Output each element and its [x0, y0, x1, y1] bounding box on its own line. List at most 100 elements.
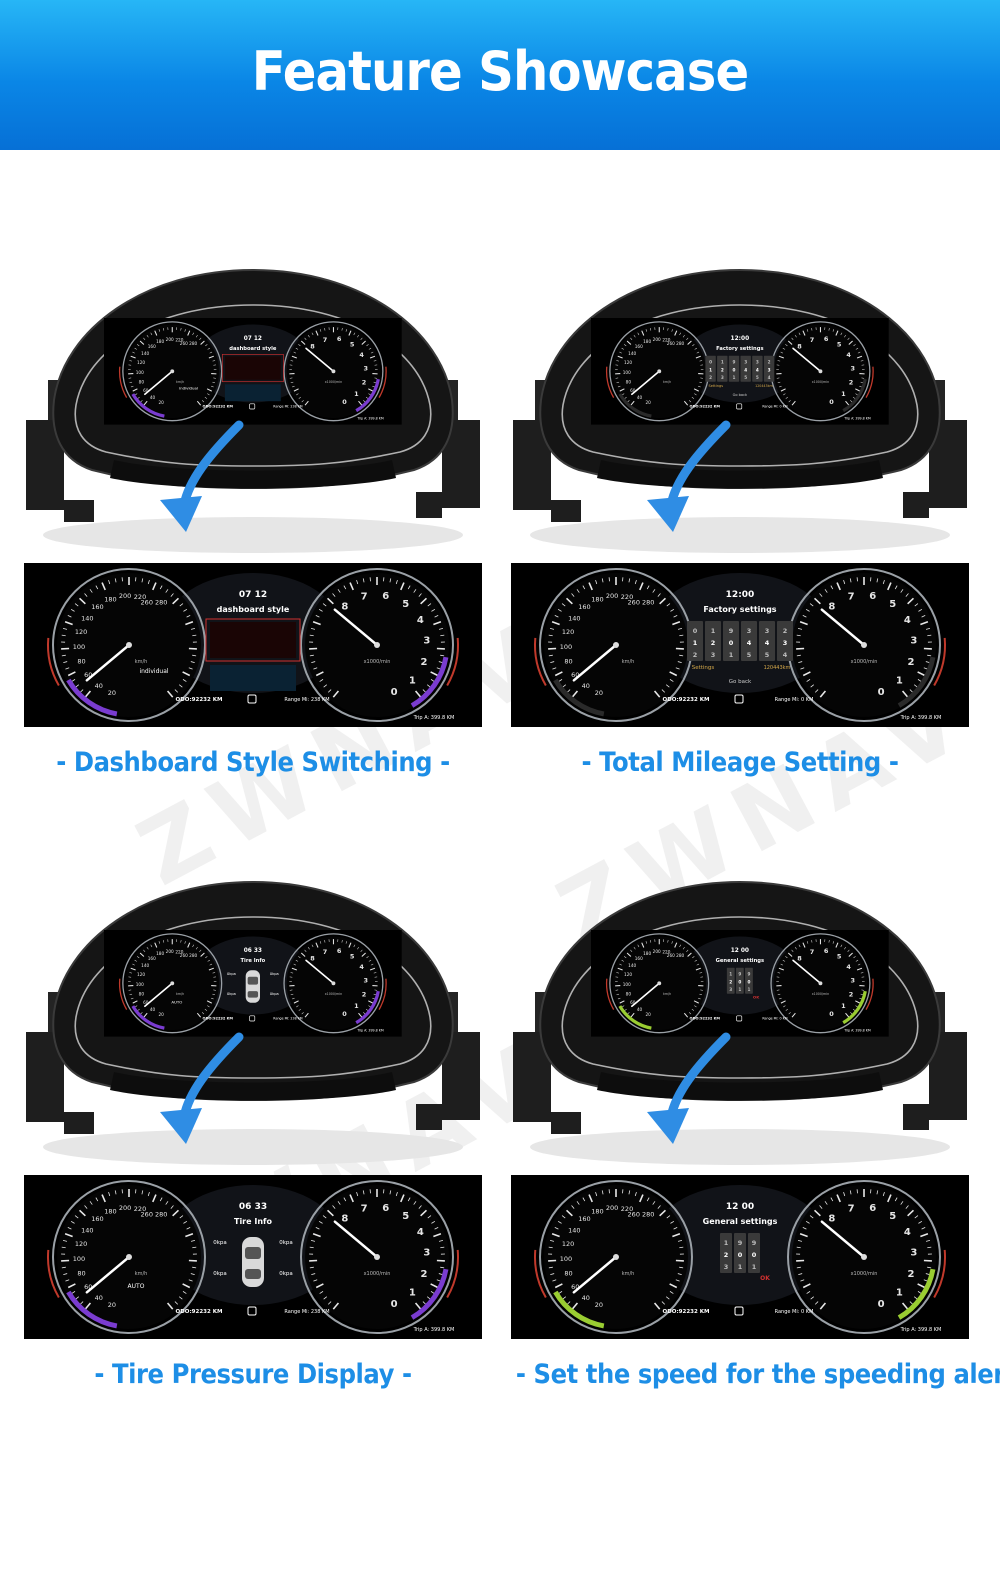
gauge-tick [195, 946, 198, 950]
gauge-tick [805, 1220, 810, 1224]
gauge-tick [777, 360, 781, 362]
gauge-hub [613, 1254, 619, 1260]
gauge-tick-label: 140 [81, 1226, 93, 1234]
gauge-tick [696, 963, 700, 966]
digit-value: 4 [756, 367, 759, 372]
digit-value: 2 [768, 360, 771, 365]
trip-text: Trip A: 399.8 KM [413, 715, 455, 721]
gauge-tick [368, 347, 372, 350]
digit-value: 2 [711, 639, 716, 647]
gauge-tick [852, 396, 856, 399]
gauge-hub [126, 642, 132, 648]
digit-value: 9 [733, 360, 736, 365]
gauge-tick [427, 1215, 432, 1219]
gauge-tick [71, 679, 76, 682]
gauge-tick [67, 1227, 72, 1230]
gauge-tick [190, 661, 195, 663]
gauge-tick [621, 347, 624, 350]
gauge-tick [836, 1194, 841, 1203]
digit-value: 1 [752, 1263, 757, 1271]
gauge-tick [621, 959, 624, 962]
gauge-tick-label: 3 [910, 1248, 917, 1259]
gauge-tick [436, 1279, 441, 1282]
gauge-tick [679, 332, 682, 336]
gauge-tick [796, 654, 801, 657]
gauge-red-zone [865, 978, 874, 1010]
gauge-tick [634, 580, 637, 585]
gauge-tick [440, 654, 445, 657]
gauge-tick [785, 956, 788, 959]
gauge-unit-label: x1000/min [325, 992, 342, 996]
gauge-tick [557, 608, 562, 612]
gauge-tick [79, 689, 84, 693]
gauge-tick [799, 620, 808, 626]
gauge-tick [845, 400, 850, 406]
gauge-tick [363, 1012, 366, 1015]
gauge-tick [554, 1283, 563, 1289]
gauge-tick-label: 40 [150, 1007, 156, 1012]
gauge-red-zone [865, 366, 874, 398]
gauge-tick-label: 20 [645, 1012, 651, 1017]
gauge-tick-label: 1 [354, 390, 359, 398]
gauge-tick [365, 396, 369, 399]
gauge-tick [595, 1192, 598, 1197]
gauge-hub [613, 642, 619, 648]
gauge-unit-label: x1000/min [364, 1271, 391, 1277]
gauge-tick [682, 334, 685, 338]
gauge-tick-label: 120 [75, 1240, 87, 1248]
gauge-unit-label: x1000/min [325, 380, 342, 384]
gauge-tick [921, 615, 926, 618]
odometer-text: ODO:92232 KM [690, 1017, 721, 1021]
gauge-tick [89, 589, 93, 593]
gauge-tick [692, 344, 695, 347]
gauge-tick-label: 20 [108, 689, 116, 697]
ok-label: OK [760, 1275, 770, 1282]
gauge-tick [794, 946, 797, 950]
gauge-tick [679, 944, 682, 948]
gauge-tick [791, 337, 794, 340]
gauge-tick [192, 654, 197, 657]
gauge-tick [436, 667, 441, 670]
gauge-tick [810, 1296, 815, 1300]
gauge-tick-label: 260 280 [667, 341, 685, 346]
digit-value: 2 [729, 979, 732, 984]
gauge-tick [630, 1012, 635, 1018]
gauge-hub [170, 981, 175, 986]
gauge-tick [548, 1246, 553, 1249]
gauge-tick [641, 942, 645, 948]
digit-value: 9 [752, 1239, 757, 1247]
gauge-accent-arc [618, 1005, 652, 1030]
gauge-tick [310, 627, 316, 630]
gauge-tick [819, 690, 827, 698]
gauge-tick [195, 334, 198, 338]
gauge-tick [554, 615, 559, 618]
gauge-tick [805, 608, 810, 612]
gauge-tick [824, 1201, 828, 1205]
gauge-tick-label: 3 [851, 976, 856, 984]
gauge-tick [139, 952, 145, 957]
gauge-tick [682, 946, 685, 950]
gauge-tick [894, 585, 898, 590]
gauge-tick [434, 615, 439, 618]
gauge-needle [792, 347, 822, 373]
digit-value: 1 [709, 367, 712, 372]
gauge-tick [152, 1194, 157, 1203]
gauge-tick [326, 1209, 334, 1217]
gauge-tick [617, 385, 621, 388]
gauge-tick [860, 972, 864, 974]
gauge-tick [830, 585, 834, 590]
gauge-tick [358, 400, 363, 406]
gauge-tick [666, 1215, 671, 1219]
gauge-tick [548, 654, 553, 657]
gauge-tick [558, 679, 563, 682]
gauge-tick-label: 100 [560, 1255, 572, 1263]
gauge-tick [290, 381, 294, 383]
gauge-tick [311, 661, 316, 663]
gauge-tick [788, 1012, 791, 1015]
feature-caption: - Total Mileage Setting - [581, 747, 899, 778]
gear-indicator [736, 403, 743, 410]
gauge-tick-label: 0 [342, 1010, 347, 1018]
gauge-tick [850, 1012, 853, 1015]
gauge-tick [921, 1227, 926, 1230]
